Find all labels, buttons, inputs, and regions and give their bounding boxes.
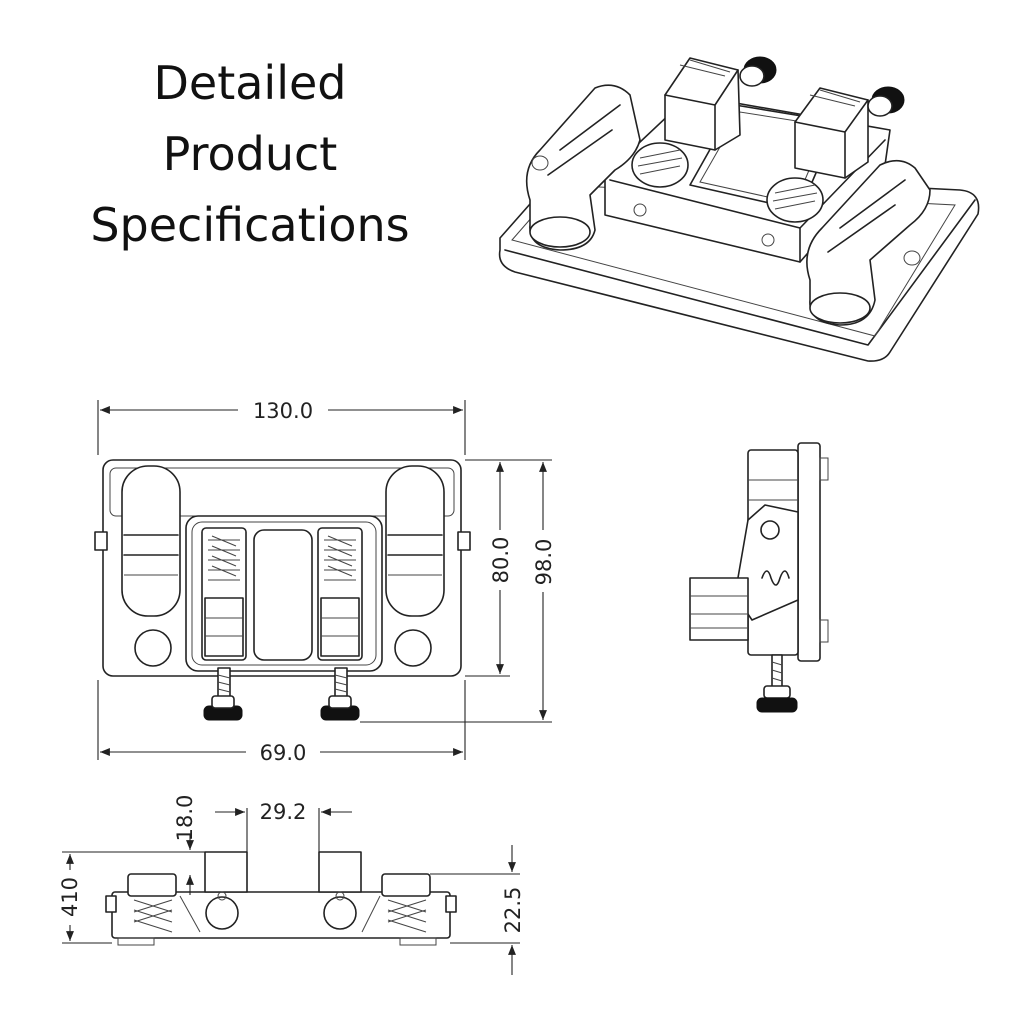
knob-front-left	[203, 667, 243, 721]
knob-front-right	[320, 667, 360, 721]
dimension-knob-height: 18.0	[173, 795, 205, 895]
dimension-height-inner: 80.0	[465, 459, 513, 677]
spring-left	[631, 142, 689, 188]
dimension-front-height: 410	[58, 851, 205, 944]
dim-label-130: 130.0	[253, 399, 313, 423]
isometric-view	[498, 56, 980, 362]
clamp-right	[385, 465, 445, 617]
page-title: Detailed Product Specifications	[40, 48, 460, 261]
dim-label-80: 80.0	[489, 537, 513, 584]
dim-label-410: 410	[58, 877, 82, 917]
dimension-front-height-right: 22.5	[430, 845, 525, 975]
knob-iso-right	[867, 86, 905, 117]
knob-side	[756, 654, 798, 713]
dim-label-98: 98.0	[532, 539, 556, 586]
title-line-1: Detailed	[153, 56, 347, 110]
dimension-overall-width: 130.0	[97, 399, 466, 455]
title-line-3: Specifications	[90, 198, 410, 252]
spring-right	[766, 177, 824, 223]
side-view	[689, 442, 829, 713]
dim-label-22-5: 22.5	[501, 887, 525, 934]
dimension-knob-spacing: 29.2	[215, 800, 352, 852]
title-line-2: Product	[162, 127, 338, 181]
dim-label-29-2: 29.2	[260, 800, 307, 824]
spring-cavity-right	[317, 527, 363, 661]
dim-label-18: 18.0	[173, 795, 197, 842]
knob-iso-left	[739, 56, 777, 87]
dimension-height-outer: 98.0	[360, 459, 556, 723]
dimension-bottom-width: 69.0	[97, 680, 466, 765]
dim-label-69: 69.0	[260, 741, 307, 765]
front-view: 130.0 69.0 80.0 98.0	[94, 399, 556, 765]
spring-cavity-left	[201, 527, 247, 661]
bottom-view: 29.2 18.0 410 22.5	[58, 795, 525, 975]
clamp-left	[121, 465, 181, 617]
